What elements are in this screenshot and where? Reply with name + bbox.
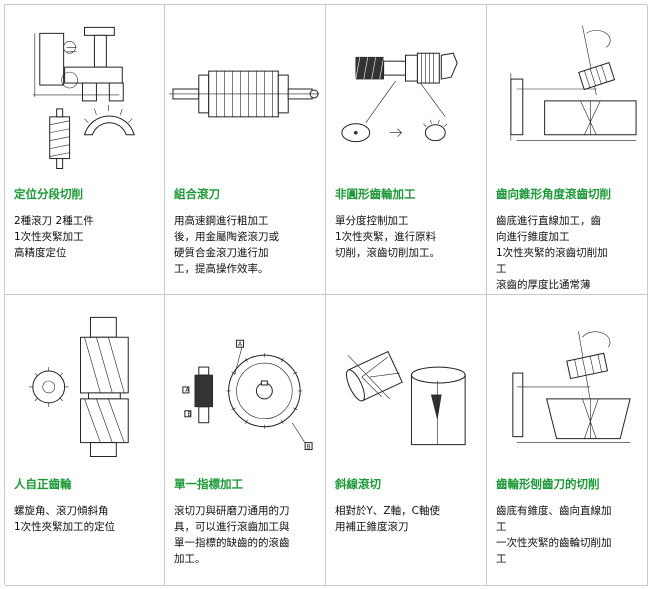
description-line: 滾切刀與研磨刀通用的刀: [174, 505, 290, 517]
card-title: 組合滾刀: [174, 187, 220, 201]
card-title: 齒輪形刨齒刀的切削: [496, 477, 600, 491]
card-title: 定位分段切削: [14, 187, 83, 201]
card-description: 齒底進行直線加工，齒 向進行錐度加工 1次性夾緊的滾齒切削加 工 滾齒的厚度比通…: [496, 213, 641, 293]
description-line: 切削，滾齒切削加工。: [335, 247, 440, 259]
card-title: 人自正齒輪: [14, 477, 72, 491]
description-line: 1次性夾緊加工: [14, 231, 84, 243]
hobbing-applications-grid: 定位分段切削 2種滾刀 2種工件 1次性夾緊加工 高精度定位 組合滾刀 用高速鋼…: [4, 4, 648, 586]
description-line: 工: [496, 521, 507, 533]
description-line: 滾齒的厚度比通常薄: [496, 279, 591, 291]
positioned-segment-cutting-illustration: [5, 5, 164, 175]
description-line: 齒底有錐度、齒向直線加: [496, 505, 612, 517]
card-description: 螺旋角、滾刀傾斜角 1次性夾緊加工的定位: [14, 503, 158, 535]
card-combined-hob: 組合滾刀 用高速鋼進行粗加工 後，用金屬陶瓷滾刀或 硬質合金滾刀進行加 工，提高…: [165, 5, 326, 295]
description-line: 相對於Y、Z軸，C軸使: [335, 505, 440, 517]
card-diagonal-hobbing: 斜線滾切 相對於Y、Z軸，C軸使 用補正錐度滾刀: [326, 295, 487, 586]
card-title: 非圓形齒輪加工: [335, 187, 416, 201]
description-line: 工: [496, 553, 507, 565]
description-line: 用高速鋼進行粗加工: [174, 215, 269, 227]
description-line: 齒底進行直線加工，齒: [496, 215, 601, 227]
description-line: 硬質合金滾刀進行加: [174, 247, 269, 259]
card-description: 相對於Y、Z軸，C軸使 用補正錐度滾刀: [335, 503, 480, 535]
non-circular-gear-illustration: [326, 5, 486, 175]
description-line: 高精度定位: [14, 247, 67, 259]
card-single-index-machining: A A B B 單一指標加工 滾切刀與研磨刀通用的刀 具，可以進行滾齒加工與 單…: [165, 295, 326, 586]
description-line: 後，用金屬陶瓷滾刀或: [174, 231, 279, 243]
description-line: 單一指標的缺齒的的滾齒: [174, 537, 290, 549]
description-line: 工: [496, 263, 507, 275]
description-line: 加工。: [174, 553, 206, 565]
label-a: A: [238, 341, 243, 348]
label-b: B: [187, 411, 191, 418]
card-positioned-segment-cutting: 定位分段切削 2種滾刀 2種工件 1次性夾緊加工 高精度定位: [5, 5, 165, 295]
gear-shaper-cutting-illustration: [487, 295, 647, 465]
description-line: 1次性夾緊加工的定位: [14, 521, 116, 533]
card-description: 用高速鋼進行粗加工 後，用金屬陶瓷滾刀或 硬質合金滾刀進行加 工，提高操作效率。: [174, 213, 319, 277]
description-line: 1次性夾緊的滾齒切削加: [496, 247, 608, 259]
description-line: 螺旋角、滾刀傾斜角: [14, 505, 109, 517]
spur-gear-illustration: [5, 295, 164, 465]
description-line: 2種滾刀 2種工件: [14, 215, 94, 227]
combined-hob-illustration: [165, 5, 325, 175]
label-a: A: [185, 387, 190, 394]
description-line: 單分度控制加工: [335, 215, 409, 227]
card-description: 2種滾刀 2種工件 1次性夾緊加工 高精度定位: [14, 213, 158, 261]
description-line: 一次性夾緊的齒輪切削加: [496, 537, 612, 549]
description-line: 用補正錐度滾刀: [335, 521, 409, 533]
card-tapered-tooth-hobbing: 齒向錐形角度滾齒切削 齒底進行直線加工，齒 向進行錐度加工 1次性夾緊的滾齒切削…: [487, 5, 648, 295]
card-description: 滾切刀與研磨刀通用的刀 具，可以進行滾齒加工與 單一指標的缺齒的的滾齒 加工。: [174, 503, 319, 567]
card-gear-shaper-cutting: 齒輪形刨齒刀的切削 齒底有錐度、齒向直線加 工 一次性夾緊的齒輪切削加 工: [487, 295, 648, 586]
card-description: 單分度控制加工 1次性夾緊，進行原料 切削，滾齒切削加工。: [335, 213, 480, 261]
tapered-tooth-hobbing-illustration: [487, 5, 647, 175]
card-non-circular-gear: 非圓形齒輪加工 單分度控制加工 1次性夾緊，進行原料 切削，滾齒切削加工。: [326, 5, 487, 295]
description-line: 具，可以進行滾齒加工與: [174, 521, 290, 533]
description-line: 1次性夾緊，進行原料: [335, 231, 437, 243]
label-b: B: [307, 444, 311, 451]
diagonal-hobbing-illustration: [326, 295, 486, 465]
card-title: 斜線滾切: [335, 477, 381, 491]
single-index-machining-illustration: A A B B: [165, 295, 325, 465]
description-line: 向進行錐度加工: [496, 231, 570, 243]
card-spur-gear: 人自正齒輪 螺旋角、滾刀傾斜角 1次性夾緊加工的定位: [5, 295, 165, 586]
description-line: 工，提高操作效率。: [174, 263, 269, 275]
card-title: 單一指標加工: [174, 477, 243, 491]
card-title: 齒向錐形角度滾齒切削: [496, 187, 611, 201]
card-description: 齒底有錐度、齒向直線加 工 一次性夾緊的齒輪切削加 工: [496, 503, 641, 567]
